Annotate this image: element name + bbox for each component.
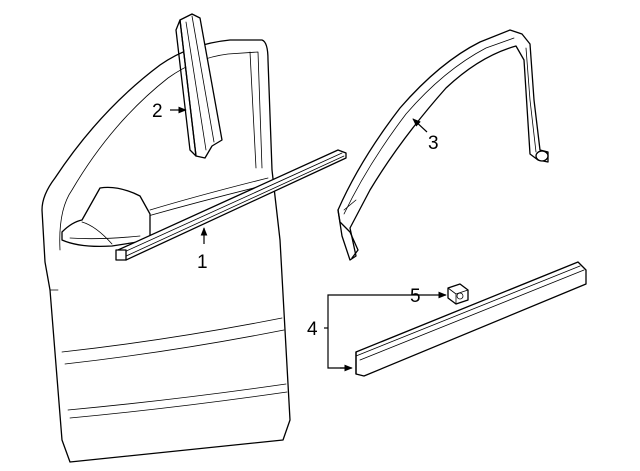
callout-4: 4 [307, 319, 318, 340]
part-1-belt-molding [115, 149, 347, 261]
part-3-frame-molding [337, 29, 549, 261]
callout-2: 2 [152, 101, 163, 122]
part-5-clip [447, 283, 469, 305]
leader-lines [170, 106, 447, 372]
part-4-body-molding [355, 261, 587, 377]
door-panel [41, 39, 291, 463]
callout-3: 3 [428, 133, 439, 154]
callout-1: 1 [197, 252, 208, 273]
callout-5: 5 [410, 286, 421, 307]
part-2-pillar-applique [175, 13, 223, 159]
